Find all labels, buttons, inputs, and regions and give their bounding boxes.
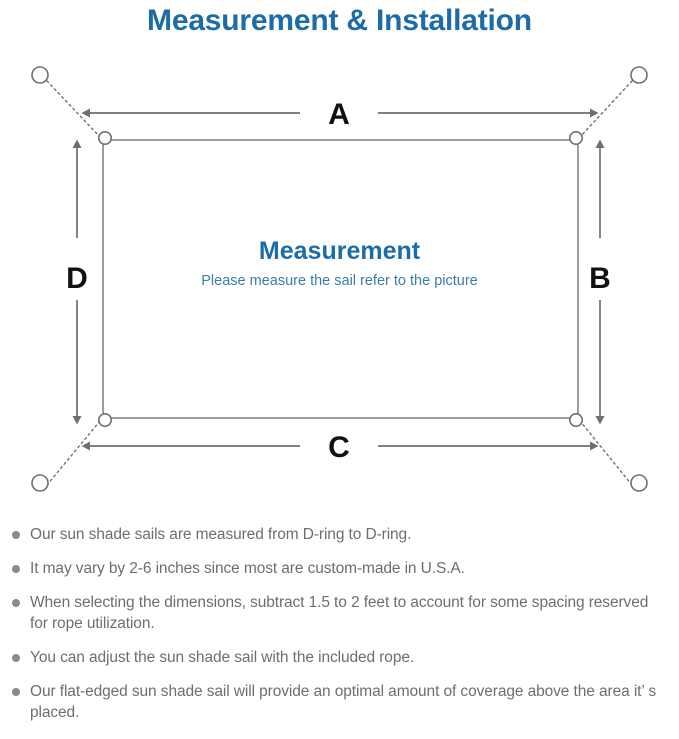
rope-top-right bbox=[579, 80, 633, 138]
note-text: You can adjust the sun shade sail with t… bbox=[30, 649, 415, 666]
dimension-label-c: C bbox=[328, 431, 350, 464]
bullet-icon bbox=[12, 599, 20, 607]
d-rings bbox=[98, 131, 583, 427]
anchor-bottom-left bbox=[31, 474, 49, 492]
rope-lines bbox=[46, 80, 633, 486]
bullet-icon bbox=[12, 688, 20, 696]
anchor-bottom-right bbox=[630, 474, 648, 492]
dimension-label-a: A bbox=[328, 98, 350, 131]
measurement-diagram: A C D B bbox=[0, 48, 679, 518]
note-text: Our sun shade sails are measured from D-… bbox=[30, 526, 412, 543]
d-ring-top-left bbox=[98, 131, 113, 146]
list-item: Our flat-edged sun shade sail will provi… bbox=[0, 681, 679, 723]
page-title: Measurement & Installation bbox=[147, 4, 532, 37]
d-ring-bottom-left bbox=[98, 412, 113, 427]
list-item: It may vary by 2-6 inches since most are… bbox=[0, 558, 679, 579]
note-text: When selecting the dimensions, subtract … bbox=[30, 594, 649, 632]
anchor-top-right bbox=[630, 66, 648, 84]
notes-list: Our sun shade sails are measured from D-… bbox=[0, 524, 679, 736]
d-ring-top-right bbox=[568, 131, 583, 146]
list-item: Our sun shade sails are measured from D-… bbox=[0, 524, 679, 545]
dimension-label-b: B bbox=[589, 262, 611, 295]
anchor-top-left bbox=[31, 66, 49, 84]
note-text: It may vary by 2-6 inches since most are… bbox=[30, 560, 465, 577]
rope-bottom-right bbox=[579, 420, 633, 486]
d-ring-bottom-right bbox=[568, 412, 583, 427]
rope-bottom-left bbox=[46, 420, 101, 486]
list-item: You can adjust the sun shade sail with t… bbox=[0, 647, 679, 668]
anchor-points bbox=[31, 66, 648, 492]
bullet-icon bbox=[12, 531, 20, 539]
list-item: When selecting the dimensions, subtract … bbox=[0, 592, 679, 634]
bullet-icon bbox=[12, 565, 20, 573]
sail-rectangle bbox=[102, 139, 579, 419]
bullet-icon bbox=[12, 654, 20, 662]
note-text: Our flat-edged sun shade sail will provi… bbox=[30, 683, 656, 721]
rope-top-left bbox=[46, 80, 101, 138]
dimension-label-d: D bbox=[66, 262, 88, 295]
